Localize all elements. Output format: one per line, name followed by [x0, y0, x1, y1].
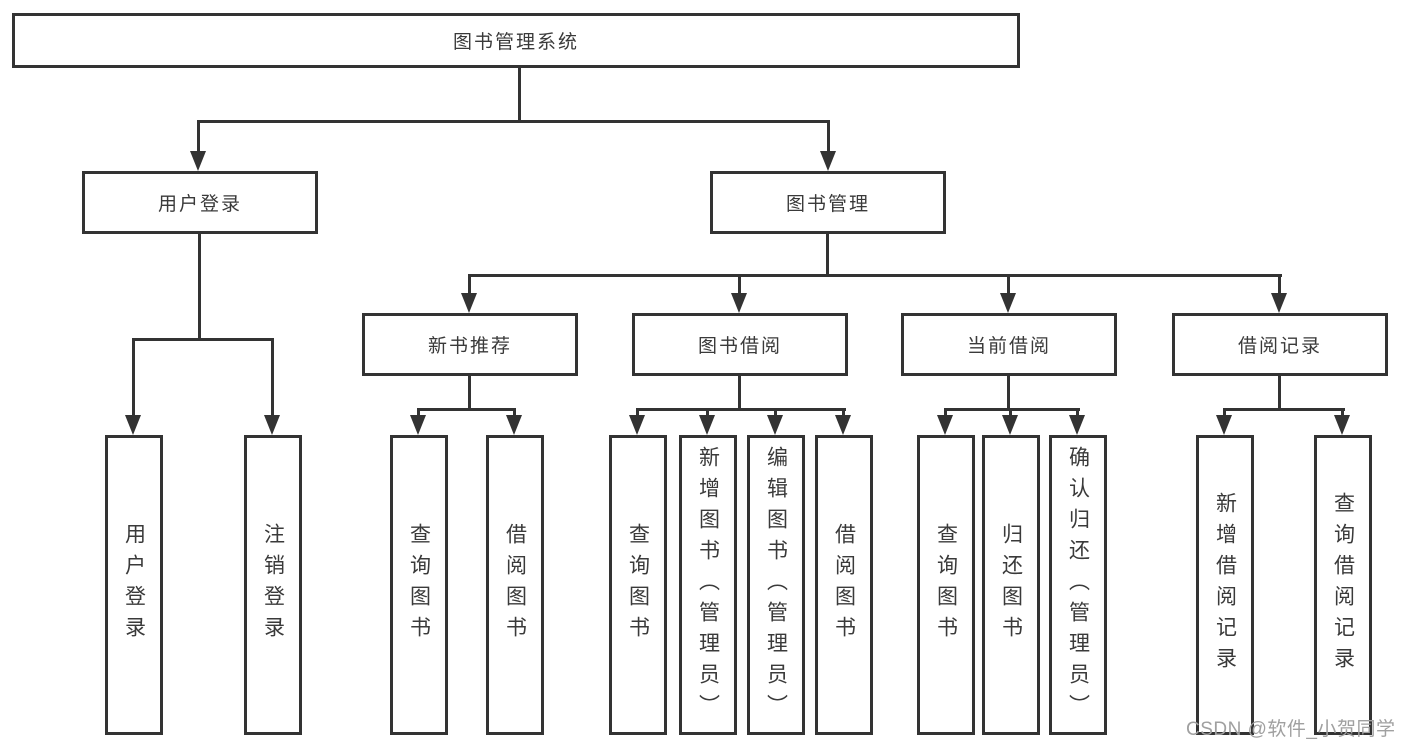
connector-line: [198, 234, 201, 338]
connector-line: [1223, 408, 1226, 417]
connector-line: [513, 408, 516, 417]
arrow-down-icon: [835, 415, 851, 435]
leaf-query-books-recommend: 查询图书: [390, 435, 448, 735]
arrow-down-icon: [1000, 293, 1016, 313]
node-label: 新增图书（管理员）: [696, 445, 720, 725]
node-label: 查询借阅记录: [1331, 492, 1355, 678]
arrow-down-icon: [264, 415, 280, 435]
leaf-borrow-books: 借阅图书: [815, 435, 873, 735]
arrow-down-icon: [629, 415, 645, 435]
arrow-down-icon: [461, 293, 477, 313]
leaf-add-borrow-record: 新增借阅记录: [1196, 435, 1254, 735]
node-label: 新增借阅记录: [1213, 492, 1237, 678]
connector-line: [518, 68, 521, 120]
leaf-query-books-current: 查询图书: [917, 435, 975, 735]
connector-line: [1076, 408, 1079, 417]
node-label: 用户登录: [157, 194, 242, 215]
connector-line: [132, 338, 274, 341]
node-label: 查询图书: [407, 523, 431, 647]
node-book-management: 图书管理: [710, 171, 946, 234]
connector-line: [944, 408, 1080, 411]
arrow-down-icon: [1216, 415, 1232, 435]
connector-line: [468, 274, 1282, 277]
connector-line: [738, 376, 741, 408]
connector-line: [132, 338, 135, 417]
node-current-borrowing: 当前借阅: [901, 313, 1117, 376]
connector-line: [706, 408, 709, 417]
node-label: 编辑图书（管理员）: [764, 445, 788, 725]
node-label: 查询图书: [626, 523, 650, 647]
arrow-down-icon: [125, 415, 141, 435]
connector-line: [197, 120, 830, 123]
node-label: 确认归还（管理员）: [1066, 445, 1090, 725]
connector-line: [774, 408, 777, 417]
leaf-confirm-return-admin: 确认归还（管理员）: [1049, 435, 1107, 735]
connector-line: [1009, 408, 1012, 417]
connector-line: [636, 408, 846, 411]
csdn-watermark: CSDN @软件_小贺同学: [1186, 719, 1396, 740]
arrow-down-icon: [1069, 415, 1085, 435]
node-label: 当前借阅: [966, 336, 1051, 357]
leaf-edit-books-admin: 编辑图书（管理员）: [747, 435, 805, 735]
node-label: 查询图书: [934, 523, 958, 647]
connector-line: [842, 408, 845, 417]
leaf-return-books: 归还图书: [982, 435, 1040, 735]
node-label: 图书借阅: [697, 336, 782, 357]
arrow-down-icon: [1002, 415, 1018, 435]
connector-line: [1341, 408, 1344, 417]
connector-line: [417, 408, 420, 417]
arrow-down-icon: [820, 151, 836, 171]
node-label: 注销登录: [261, 523, 285, 647]
connector-line: [944, 408, 947, 417]
connector-line: [1007, 274, 1010, 295]
arrow-down-icon: [190, 151, 206, 171]
connector-line: [1278, 274, 1281, 295]
arrow-down-icon: [699, 415, 715, 435]
node-label: 借阅图书: [503, 523, 527, 647]
leaf-add-books-admin: 新增图书（管理员）: [679, 435, 737, 735]
connector-line: [197, 120, 200, 153]
connector-line: [827, 120, 830, 153]
leaf-user-login: 用户登录: [105, 435, 163, 735]
node-label: 图书管理: [785, 194, 870, 215]
arrow-down-icon: [937, 415, 953, 435]
node-label: 新书推荐: [427, 336, 512, 357]
arrow-down-icon: [410, 415, 426, 435]
connector-line: [1007, 376, 1010, 408]
arrow-down-icon: [1271, 293, 1287, 313]
node-label: 归还图书: [999, 523, 1023, 647]
connector-line: [417, 408, 516, 411]
node-book-borrowing: 图书借阅: [632, 313, 848, 376]
connector-line: [468, 376, 471, 408]
connector-line: [738, 274, 741, 295]
node-label: 借阅记录: [1237, 336, 1322, 357]
arrow-down-icon: [731, 293, 747, 313]
node-label: 用户登录: [122, 523, 146, 647]
node-label: 借阅图书: [832, 523, 856, 647]
connector-line: [1223, 408, 1345, 411]
leaf-borrow-books-recommend: 借阅图书: [486, 435, 544, 735]
connector-line: [1278, 376, 1281, 408]
arrow-down-icon: [506, 415, 522, 435]
connector-line: [826, 234, 829, 274]
node-label: 图书管理系统: [452, 32, 579, 53]
node-new-book-recommend: 新书推荐: [362, 313, 578, 376]
leaf-query-books-borrowing: 查询图书: [609, 435, 667, 735]
node-user-login: 用户登录: [82, 171, 318, 234]
arrow-down-icon: [1334, 415, 1350, 435]
node-library-management-system: 图书管理系统: [12, 13, 1020, 68]
connector-line: [468, 274, 471, 295]
leaf-query-borrow-record: 查询借阅记录: [1314, 435, 1372, 735]
node-borrowing-records: 借阅记录: [1172, 313, 1388, 376]
connector-line: [636, 408, 639, 417]
connector-line: [271, 338, 274, 417]
arrow-down-icon: [767, 415, 783, 435]
leaf-logout: 注销登录: [244, 435, 302, 735]
